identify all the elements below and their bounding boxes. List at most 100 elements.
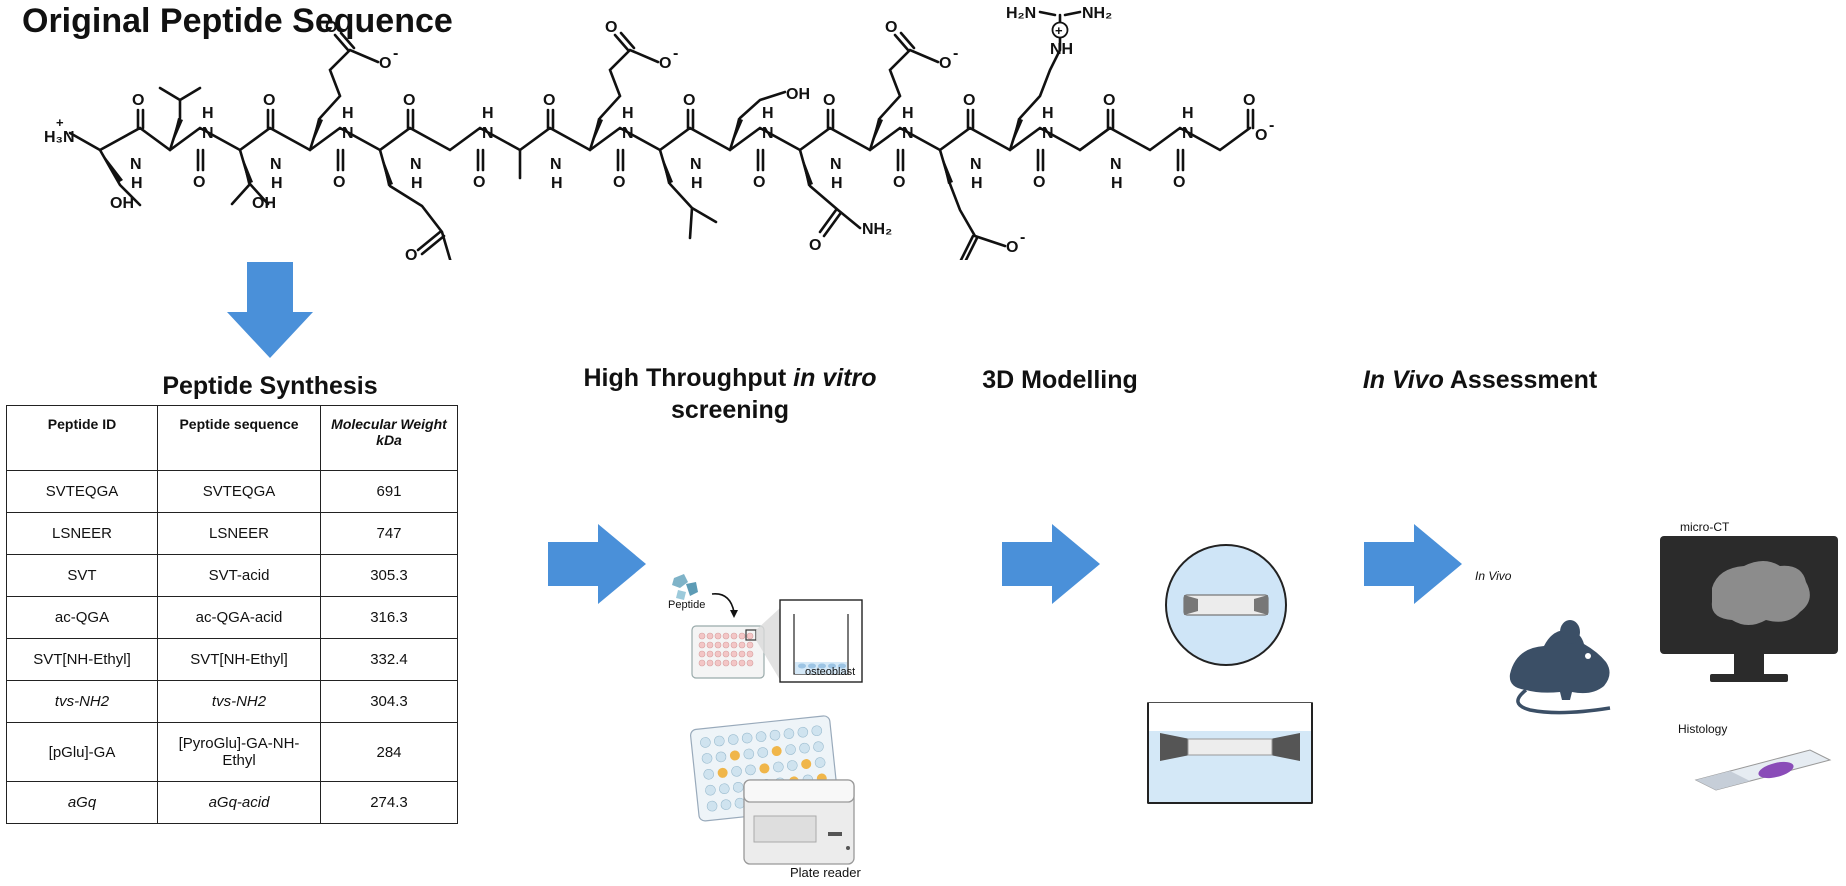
peptide-table: Peptide ID Peptide sequence Molecular We… bbox=[6, 405, 458, 824]
stereo-wedges bbox=[100, 118, 1023, 186]
cell-molecular-weight: 332.4 bbox=[320, 638, 458, 681]
o-label: O bbox=[963, 92, 975, 109]
stage-synthesis-title: Peptide Synthesis bbox=[162, 372, 378, 400]
oh-label: OH bbox=[110, 195, 134, 212]
cell-peptide-id: SVT[NH-Ethyl] bbox=[6, 638, 158, 681]
h-label: H bbox=[411, 175, 423, 192]
n-label: N bbox=[902, 125, 914, 142]
guanidine-nh2-label: NH₂ bbox=[1082, 5, 1112, 22]
o-minus-label: O bbox=[659, 55, 671, 72]
plate-reader-label: Plate reader bbox=[790, 865, 861, 880]
o-label: O bbox=[1103, 92, 1115, 109]
n-label: N bbox=[1110, 156, 1122, 173]
peptide-icon bbox=[672, 574, 698, 600]
h-label: H bbox=[902, 105, 914, 122]
n-label: N bbox=[410, 156, 422, 173]
mouse-icon bbox=[1509, 620, 1611, 715]
right-arrow-2 bbox=[1002, 524, 1100, 604]
o-label: O bbox=[605, 19, 617, 36]
cell-peptide-sequence: SVT-acid bbox=[157, 554, 321, 597]
cell-peptide-sequence: ac-QGA-acid bbox=[157, 596, 321, 639]
cell-peptide-id: tvs-NH2 bbox=[6, 680, 158, 723]
n-label: N bbox=[482, 125, 494, 142]
h-label: H bbox=[1042, 105, 1054, 122]
header-peptide-sequence: Peptide sequence bbox=[157, 405, 321, 471]
minus-label: - bbox=[1020, 229, 1025, 246]
screening-illustration bbox=[672, 574, 863, 865]
minus-label: - bbox=[393, 45, 398, 62]
cell-molecular-weight: 747 bbox=[320, 512, 458, 555]
table-row: tvs-NH2 tvs-NH2 304.3 bbox=[6, 680, 458, 723]
o-label: O bbox=[132, 92, 144, 109]
cell-molecular-weight: 691 bbox=[320, 470, 458, 513]
down-arrow bbox=[227, 262, 313, 358]
n-label: N bbox=[342, 125, 354, 142]
n-label: N bbox=[622, 125, 634, 142]
o-label: O bbox=[405, 247, 417, 260]
nh2-label: NH₂ bbox=[862, 221, 892, 238]
invivo-title-post: Assessment bbox=[1443, 366, 1598, 394]
n-label: N bbox=[202, 125, 214, 142]
header-peptide-id: Peptide ID bbox=[6, 405, 158, 471]
guanidine-charge-circle bbox=[1051, 21, 1069, 39]
table-row: ac-QGA ac-QGA-acid 316.3 bbox=[6, 596, 458, 639]
cell-peptide-sequence: SVTEQGA bbox=[157, 470, 321, 513]
cell-peptide-sequence: tvs-NH2 bbox=[157, 680, 321, 723]
microct-monitor bbox=[1660, 536, 1838, 682]
o-label: O bbox=[1243, 92, 1255, 109]
o-label: O bbox=[683, 92, 695, 109]
o-label: O bbox=[333, 174, 345, 191]
guanidine-h2n-label: H₂N bbox=[1006, 5, 1036, 22]
n-label: N bbox=[130, 156, 142, 173]
table-row: SVT[NH-Ethyl] SVT[NH-Ethyl] 332.4 bbox=[6, 638, 458, 681]
o-label: O bbox=[1033, 174, 1045, 191]
cell-peptide-id: aGq bbox=[6, 781, 158, 824]
h-label: H bbox=[202, 105, 214, 122]
o-label: O bbox=[403, 92, 415, 109]
peptide-label: Peptide bbox=[668, 599, 706, 611]
o-label: O bbox=[893, 174, 905, 191]
cell-peptide-id: SVTEQGA bbox=[6, 470, 158, 513]
o-minus-label: O bbox=[939, 55, 951, 72]
table-row: SVT SVT-acid 305.3 bbox=[6, 554, 458, 597]
structure-bonds bbox=[68, 10, 1255, 260]
figure-title: Original Peptide Sequence bbox=[22, 2, 453, 40]
n-label: N bbox=[762, 125, 774, 142]
table-row: LSNEER LSNEER 747 bbox=[6, 512, 458, 555]
stage-modelling-title: 3D Modelling bbox=[982, 366, 1138, 394]
modelling-illustration bbox=[1147, 544, 1313, 804]
cell-molecular-weight: 304.3 bbox=[320, 680, 458, 723]
cell-molecular-weight: 316.3 bbox=[320, 596, 458, 639]
cell-peptide-id: [pGlu]-GA bbox=[6, 722, 158, 782]
oh-label: OH bbox=[252, 195, 276, 212]
o-label: O bbox=[473, 174, 485, 191]
microct-label: micro-CT bbox=[1680, 520, 1730, 534]
guanidine-plus: + bbox=[1055, 23, 1063, 38]
amine-charge: + bbox=[56, 115, 64, 130]
n-label: N bbox=[690, 156, 702, 173]
screening-title-line2: screening bbox=[670, 396, 790, 424]
o-label: O bbox=[1173, 174, 1185, 191]
n-label: N bbox=[1042, 125, 1054, 142]
o-label: O bbox=[613, 174, 625, 191]
n-label: N bbox=[970, 156, 982, 173]
h-label: H bbox=[622, 105, 634, 122]
o-label: O bbox=[263, 92, 275, 109]
cell-peptide-id: SVT bbox=[6, 554, 158, 597]
amine-label: H₃N bbox=[44, 129, 75, 146]
cell-molecular-weight: 284 bbox=[320, 722, 458, 782]
h-label: H bbox=[551, 175, 563, 192]
cell-peptide-sequence: [PyroGlu]-GA-NH-Ethyl bbox=[157, 722, 321, 782]
histology-label: Histology bbox=[1678, 722, 1728, 736]
h-label: H bbox=[271, 175, 283, 192]
h-label: H bbox=[482, 105, 494, 122]
o-label: O bbox=[753, 174, 765, 191]
h-label: H bbox=[831, 175, 843, 192]
cell-peptide-sequence: aGq-acid bbox=[157, 781, 321, 824]
right-arrow-1 bbox=[548, 524, 646, 604]
h-label: H bbox=[131, 175, 143, 192]
h-label: H bbox=[1182, 105, 1194, 122]
o-label: O bbox=[885, 19, 897, 36]
stage-screening-title: High Throughput in vitro screening bbox=[560, 362, 900, 426]
cell-peptide-sequence: SVT[NH-Ethyl] bbox=[157, 638, 321, 681]
